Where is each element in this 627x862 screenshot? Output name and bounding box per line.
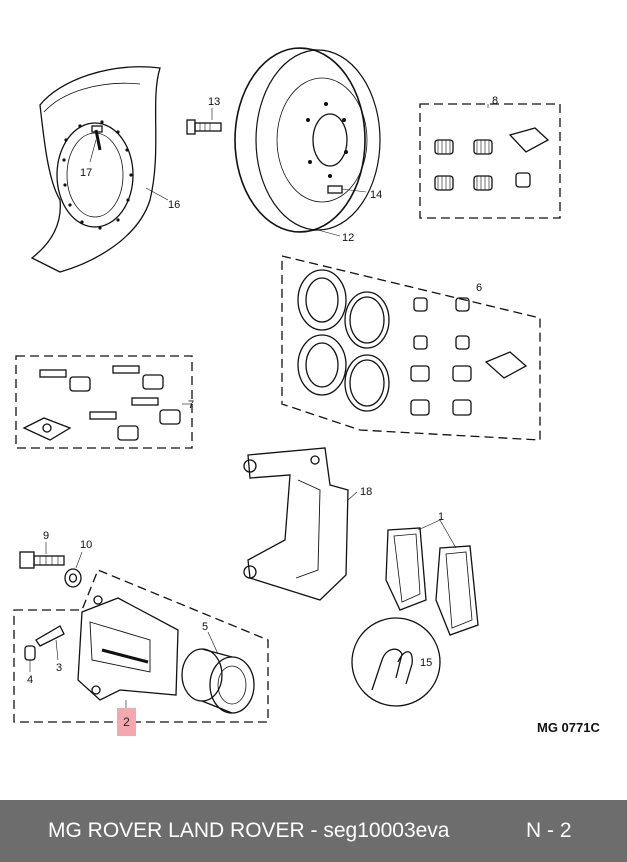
washer-10 [64,551,83,588]
callout-12: 12 [342,232,354,244]
footer-title: MG ROVER LAND ROVER - seg10003eva [48,819,450,842]
screw-14 [327,185,367,194]
callout-9: 9 [43,530,49,542]
callout-14: 14 [370,189,382,201]
kit-box-8 [419,103,561,219]
caliper-carrier [243,447,358,601]
kit-box-7 [15,355,193,449]
callout-16: 16 [168,199,180,211]
callout-13: 13 [208,96,220,108]
callout-4: 4 [27,674,33,686]
brake-exploded-diagram: 16 17 13 14 12 8 6 7 18 1 9 10 3 4 5 15 [13,47,561,723]
callout-5: 5 [202,621,208,633]
callout-1: 1 [438,511,444,523]
callout-6: 6 [476,282,482,294]
callout-2: 2 [123,715,130,729]
footer-bar: MG ROVER LAND ROVER - seg10003eva N - 2 [0,800,627,862]
figure-code: MG 0771C [537,720,600,735]
caliper-box-2 [13,569,269,723]
footer-page: N - 2 [526,819,572,842]
anti-rattle-spring [351,617,441,707]
callout-10: 10 [80,539,92,551]
highlighted-callout-2[interactable]: 2 [117,708,136,736]
callout-17: 17 [80,167,92,179]
kit-box-6 [281,255,541,441]
dust-cap-4 [24,645,36,672]
brake-disc [234,47,381,237]
bolt-9 [19,542,65,569]
brake-pads [385,519,479,636]
bolt-13 [186,108,222,135]
callout-7: 7 [188,399,194,411]
bleed-screw-3 [35,625,65,661]
callout-8: 8 [492,95,498,107]
callout-3: 3 [56,662,62,674]
callout-15: 15 [420,657,432,669]
callout-18: 18 [360,486,372,498]
piston-5 [181,631,255,714]
dust-shield [30,66,169,273]
